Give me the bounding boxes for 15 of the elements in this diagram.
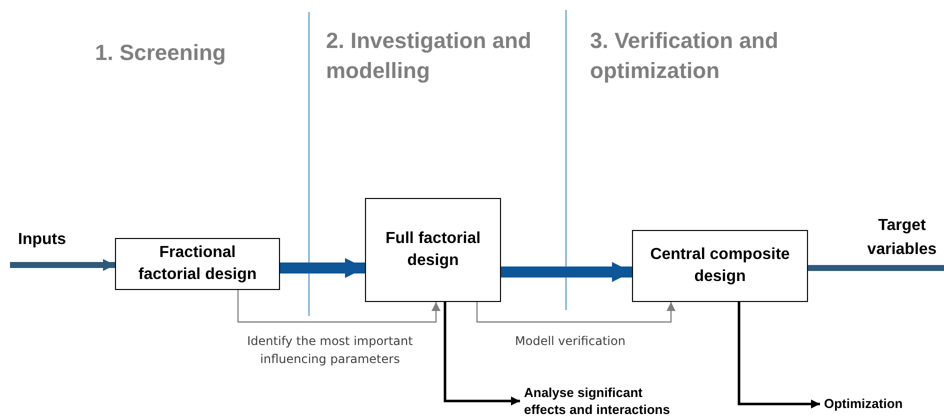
arrow — [738, 302, 820, 408]
arrow — [237, 290, 440, 323]
process-box: Full factorial design — [365, 198, 501, 302]
phase-heading: 3. Verification and optimization — [590, 27, 780, 85]
result-text: Optimization — [824, 395, 924, 413]
phase-heading: 2. Investigation and modelling — [326, 27, 532, 85]
process-box: Fractional factorial design — [115, 238, 280, 290]
process-box: Central composite design — [632, 230, 808, 302]
arrow — [10, 259, 115, 271]
arrow — [444, 302, 520, 406]
arrow — [280, 258, 365, 278]
arrow — [476, 302, 676, 323]
result-text: Analyse significant effects and interactions — [524, 384, 684, 418]
phase-heading: 1. Screening — [95, 39, 227, 67]
arrow — [501, 262, 632, 282]
